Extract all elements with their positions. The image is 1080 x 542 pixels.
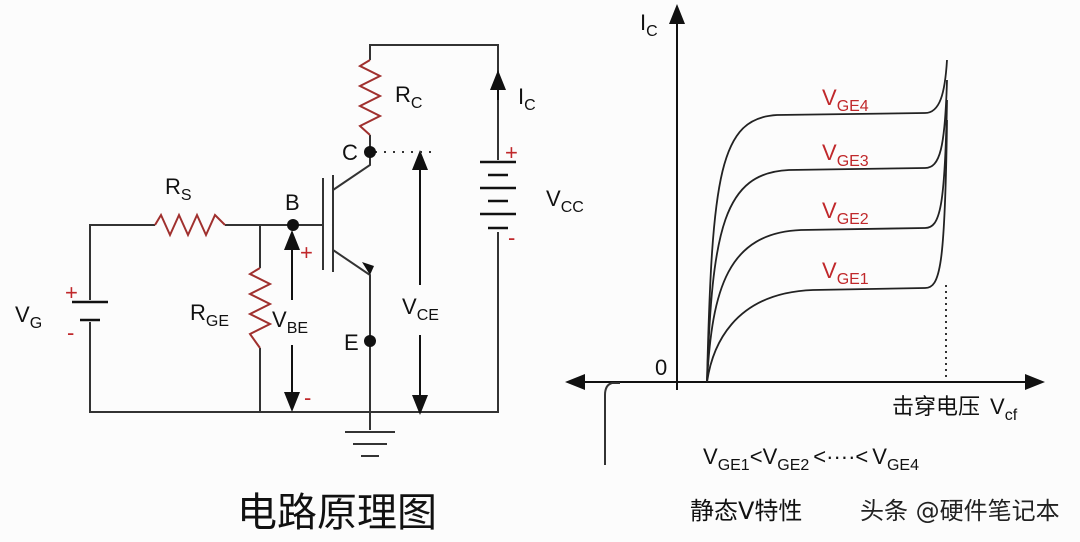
- curve-ge3: [706, 79, 948, 383]
- vg-plus: +: [65, 280, 78, 305]
- curve-label-vge1: VGE1: [822, 258, 869, 288]
- label-vcc: VCC: [546, 186, 584, 216]
- origin-label: 0: [655, 355, 667, 380]
- reverse-breakdown-curve: [604, 382, 620, 465]
- label-vce: VCE: [402, 294, 439, 324]
- nodes: [287, 146, 376, 347]
- watermark: 头条 @硬件笔记本: [860, 497, 1060, 525]
- curve-ge4: [706, 59, 948, 383]
- vcc-minus: -: [508, 225, 515, 250]
- curve-label-vge3: VGE3: [822, 140, 869, 170]
- chart-title: 静态V特性: [690, 497, 803, 525]
- output-curves: [706, 59, 948, 383]
- circuit-title: 电路原理图: [237, 490, 437, 536]
- resistor-rs: [154, 212, 226, 238]
- label-rs: RS: [165, 174, 192, 204]
- vcc-plus: +: [505, 140, 518, 165]
- label-rge: RGE: [190, 300, 229, 330]
- label-e: E: [344, 330, 359, 355]
- label-vg: VG: [15, 302, 42, 332]
- resistor-rc: [357, 59, 383, 136]
- label-c: C: [342, 140, 358, 165]
- batteries: [72, 160, 516, 322]
- curve-ge2: [706, 99, 948, 383]
- curve-label-vge4: VGE4: [822, 85, 869, 115]
- vge-relation: VGE1<VGE2<····<VGE4: [703, 444, 919, 474]
- label-rc: RC: [395, 82, 422, 112]
- curve-label-vge2: VGE2: [822, 198, 869, 228]
- label-b: B: [285, 190, 300, 215]
- curve-ge1: [706, 119, 948, 383]
- label-ic: IC: [518, 84, 536, 114]
- resistor-rge: [247, 267, 273, 349]
- resistors: [154, 59, 383, 349]
- vbe-minus: -: [304, 385, 311, 410]
- emitter-arrow: [362, 262, 374, 275]
- vbe-plus: +: [300, 240, 313, 265]
- vg-minus: -: [67, 320, 74, 345]
- circuit-wires: [89, 44, 499, 457]
- y-axis-label: IC: [640, 10, 658, 40]
- label-vbe: VBE: [272, 307, 308, 337]
